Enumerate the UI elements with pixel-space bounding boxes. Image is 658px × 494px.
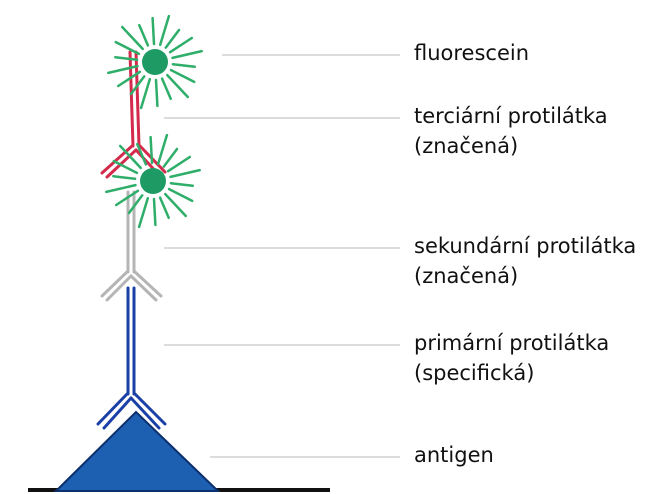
fluorescein-ray bbox=[158, 135, 167, 164]
fluorescein-ray bbox=[153, 18, 154, 44]
fluorescein-ray bbox=[154, 199, 155, 225]
label-line: sekundární protilátka bbox=[414, 231, 636, 261]
label-line: antigen bbox=[414, 440, 494, 470]
fluorescein-ray bbox=[166, 30, 179, 48]
label-fluorescein: fluorescein bbox=[414, 38, 529, 68]
fluorescein-ray bbox=[173, 51, 202, 58]
fluorescein-ray bbox=[160, 198, 169, 218]
fluorescein-ray bbox=[162, 79, 171, 99]
fluorescein-ray bbox=[168, 157, 190, 171]
label-antigen: antigen bbox=[414, 440, 494, 470]
label-line: terciární protilátka bbox=[414, 101, 608, 131]
fluorescein-ray bbox=[141, 79, 150, 108]
fluorescein-ray bbox=[171, 170, 200, 177]
fluorescein-ray bbox=[170, 38, 192, 52]
antigen-triangle-icon bbox=[56, 412, 218, 491]
fluorescein-ray bbox=[139, 25, 148, 45]
fluorescein-ray bbox=[106, 185, 135, 192]
fluorescein-ray bbox=[156, 80, 157, 106]
fluorescein-ray bbox=[171, 183, 193, 186]
fluorescein-ray bbox=[116, 42, 139, 54]
label-line: (značená) bbox=[414, 261, 636, 291]
label-line: (značená) bbox=[414, 131, 608, 161]
fluorescein-ray bbox=[139, 198, 148, 227]
label-primary-antibody: primární protilátka (specifická) bbox=[414, 328, 609, 388]
fluorescein-ray bbox=[115, 57, 137, 60]
primary-antibody-icon bbox=[98, 288, 165, 428]
label-tertiary-antibody: terciární protilátka (značená) bbox=[414, 101, 608, 161]
label-secondary-antibody: sekundární protilátka (značená) bbox=[414, 231, 636, 291]
fluorescein-ray bbox=[151, 137, 152, 163]
fluorescein-ray bbox=[171, 70, 194, 82]
label-line: primární protilátka bbox=[414, 328, 609, 358]
fluorescein-ray bbox=[129, 195, 142, 213]
fluorescein-ray bbox=[164, 149, 177, 167]
fluorescein-ray bbox=[173, 64, 195, 67]
fluorescein-star-icon bbox=[106, 135, 199, 227]
fluorescein-ray bbox=[113, 176, 135, 179]
fluorescein-ray bbox=[169, 189, 192, 201]
fluorescein-ray bbox=[160, 16, 169, 45]
fluorescein-ray bbox=[108, 66, 137, 73]
label-line: (specifická) bbox=[414, 358, 609, 388]
fluorescein-star-icon bbox=[108, 16, 201, 108]
label-line: fluorescein bbox=[414, 38, 529, 68]
